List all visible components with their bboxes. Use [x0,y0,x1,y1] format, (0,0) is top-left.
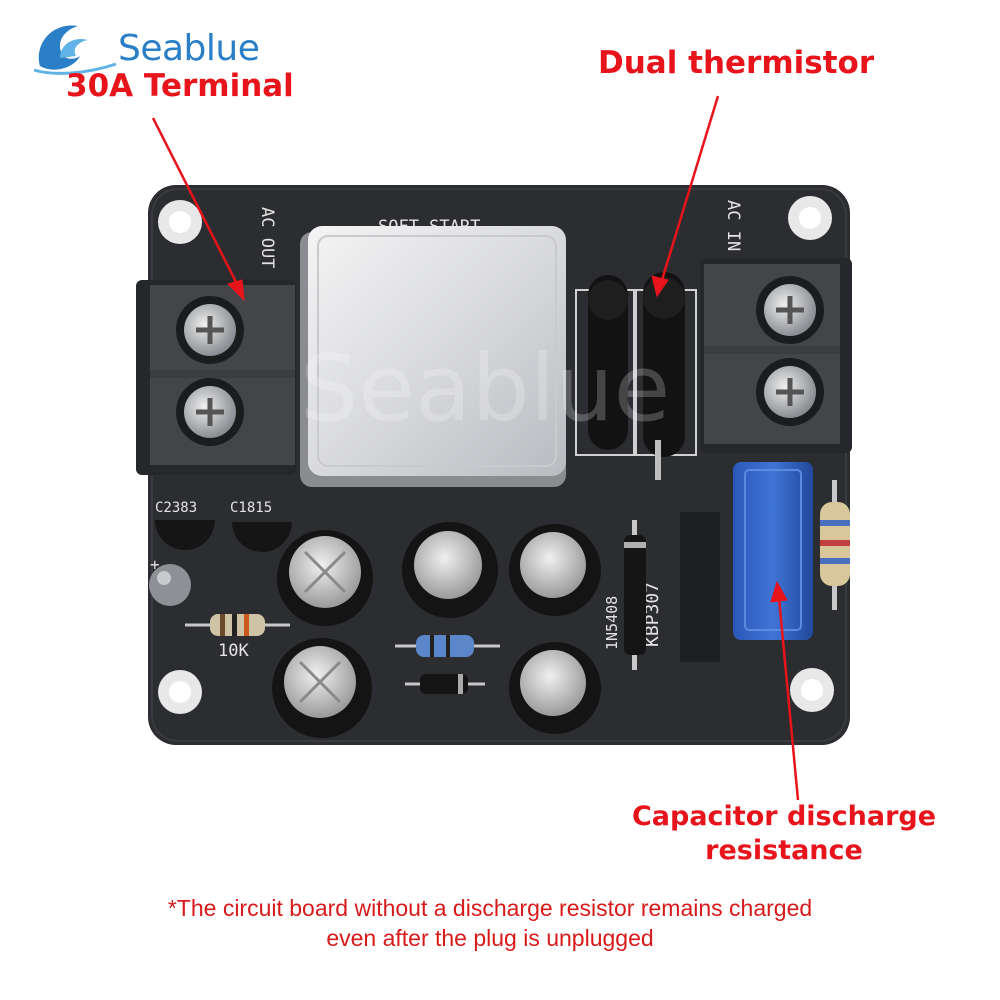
callout-capacitor-discharge: Capacitor discharge resistance [631,801,937,866]
footnote: *The circuit board without a discharge r… [100,893,880,953]
blue-discharge-capacitor [733,462,813,640]
silk-1n5408: 1N5408 [603,596,621,650]
right-terminal-block [700,258,852,453]
transistors: C2383 C1815 [155,500,292,552]
relay-can [300,226,566,487]
footnote-line-2: even after the plug is unplugged [326,925,654,951]
left-terminal-block [136,280,296,475]
silk-ac-out: AC OUT [257,207,277,268]
dual-thermistor [588,272,685,480]
led: + [149,555,191,606]
resistor-10k: 10K [185,614,290,661]
electrolytic-capacitors [272,522,601,738]
brand-name: Seablue [118,28,260,69]
callout-30a-terminal: 30A Terminal [66,68,294,104]
watermark: Seablue [300,335,670,442]
callout-arrows [151,95,800,801]
wave-logo-icon [33,25,117,75]
bridge-rectifier: KBP307 [642,512,720,662]
silk-ac-in: AC IN [723,200,743,251]
silk-kbp307: KBP307 [642,582,663,647]
silk-10k: 10K [218,641,249,661]
axial-components-center [395,635,500,694]
silk-c1815: C1815 [230,500,272,516]
callout-dual-thermistor: Dual thermistor [598,45,875,81]
brand-logo: Seablue [30,14,260,76]
silk-c2383: C2383 [155,500,197,516]
diode-1n5408: 1N5408 [603,520,646,670]
footnote-line-1: *The circuit board without a discharge r… [167,895,813,921]
discharge-resistor [820,480,850,610]
mounting-holes [158,196,834,714]
svg-text:+: + [150,555,160,574]
